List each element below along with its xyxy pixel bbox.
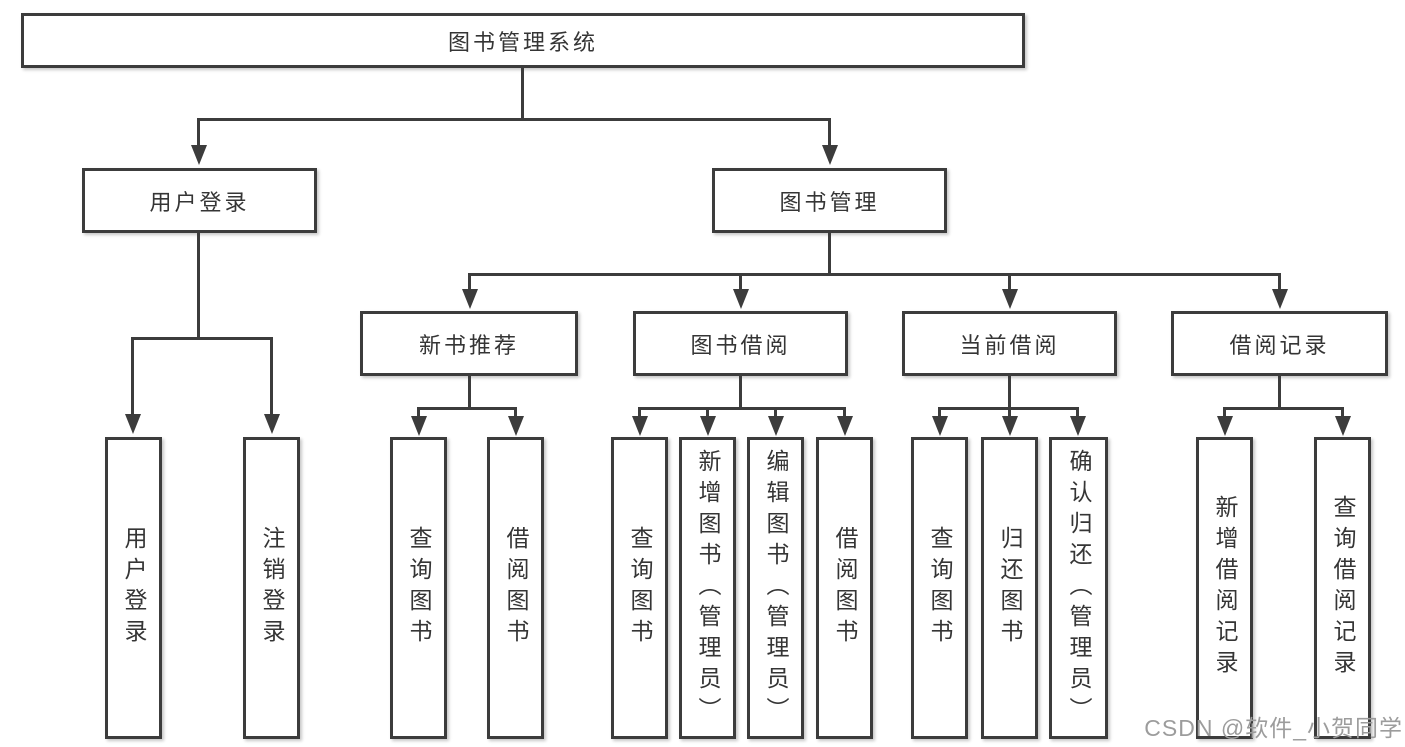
connector-new-book-stem	[468, 376, 471, 407]
connector-branch-level2	[197, 118, 831, 121]
csdn-watermark: CSDN @软件_小贺同学	[1144, 715, 1403, 741]
node-current-borrow: 当前借阅	[902, 311, 1117, 376]
node-new-book-recommend: 新书推荐	[360, 311, 578, 376]
arrow-to-borrow-books-2	[843, 407, 846, 417]
leaf-logout: 注销登录	[243, 437, 300, 739]
leaf-borrow-books-newbook: 借阅图书	[487, 437, 544, 739]
leaf-query-books-current: 查询图书	[911, 437, 968, 739]
arrow-to-borrow-records	[1278, 273, 1281, 290]
leaf-borrow-books-borrow: 借阅图书	[816, 437, 873, 739]
node-book-management: 图书管理	[712, 168, 947, 233]
leaf-add-borrow-record: 新增借阅记录	[1196, 437, 1253, 739]
leaf-query-books-newbook: 查询图书	[390, 437, 447, 739]
arrow-to-current-borrow	[1008, 273, 1011, 290]
arrow-to-leaf-logout	[270, 337, 273, 415]
node-book-borrow: 图书借阅	[633, 311, 848, 376]
arrow-to-query-books-3	[938, 407, 941, 417]
leaf-confirm-return-admin: 确认归还（管理员）	[1049, 437, 1108, 739]
node-borrow-records: 借阅记录	[1171, 311, 1388, 376]
leaf-return-book: 归还图书	[981, 437, 1038, 739]
arrow-to-query-books-1	[417, 407, 420, 417]
arrow-to-borrow-books-1	[514, 407, 517, 417]
connector-borrow-records-stem	[1278, 376, 1281, 407]
arrow-to-book-management	[828, 118, 831, 146]
leaf-edit-book-admin: 编辑图书（管理员）	[747, 437, 804, 739]
arrow-to-leaf-user-login	[131, 337, 134, 415]
arrow-to-add-book	[706, 407, 709, 417]
arrow-to-book-borrow	[739, 273, 742, 290]
leaf-add-book-admin: 新增图书（管理员）	[679, 437, 736, 739]
connector-branch-borrow-records	[1223, 407, 1344, 410]
connector-book-borrow-stem	[739, 376, 742, 407]
connector-branch-level3	[468, 273, 1281, 276]
leaf-query-books-borrow: 查询图书	[611, 437, 668, 739]
connector-user-login-stem	[197, 233, 200, 337]
connector-book-management-stem	[828, 233, 831, 273]
node-user-login: 用户登录	[82, 168, 317, 233]
leaf-user-login: 用户登录	[105, 437, 162, 739]
arrow-to-user-login	[197, 118, 200, 146]
connector-branch-book-borrow	[638, 407, 846, 410]
arrow-to-query-borrow-record	[1341, 407, 1344, 417]
arrow-to-edit-book	[774, 407, 777, 417]
connector-root-stem	[521, 68, 524, 118]
arrow-to-new-book-recommend	[468, 273, 471, 290]
arrow-to-confirm-return	[1076, 407, 1079, 417]
leaf-query-borrow-record: 查询借阅记录	[1314, 437, 1371, 739]
arrow-to-return-book	[1008, 407, 1011, 417]
connector-branch-new-book	[417, 407, 516, 410]
arrow-to-query-books-2	[638, 407, 641, 417]
connector-branch-user-login	[131, 337, 273, 340]
arrow-to-add-borrow-record	[1223, 407, 1226, 417]
connector-current-borrow-stem	[1008, 376, 1011, 407]
node-library-management-system: 图书管理系统	[21, 13, 1025, 68]
